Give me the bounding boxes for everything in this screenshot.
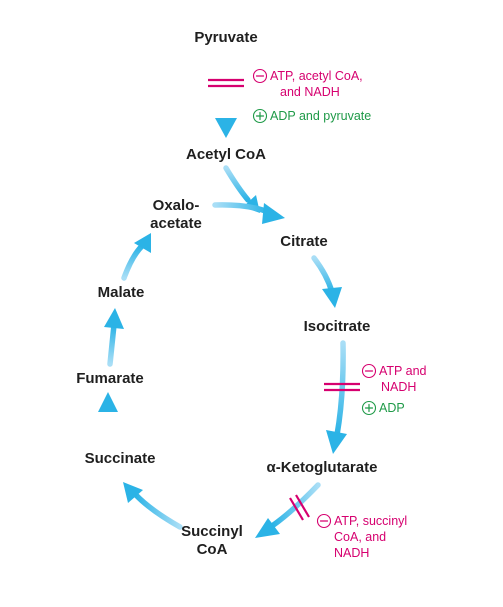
pdh-inhibitors-line1: ATP, acetyl CoA, xyxy=(270,69,363,83)
node-alpha-ketoglutarate: α-Ketoglutarate xyxy=(267,459,378,476)
akgdh-inhibitors-line2: CoA, and xyxy=(334,530,386,544)
arrow-isocitrate-to-alpha-ketoglutarate xyxy=(326,340,347,454)
arrow-succinate-to-fumarate xyxy=(98,392,118,445)
metabolites: Pyruvate Acetyl CoA Oxalo- acetate Citra… xyxy=(76,29,377,558)
node-pyruvate: Pyruvate xyxy=(194,29,257,46)
arrows xyxy=(98,59,347,538)
idh-activators: ADP xyxy=(379,401,405,415)
arrow-citrate-to-isocitrate xyxy=(311,255,342,308)
double-bar-icon xyxy=(208,78,244,88)
node-fumarate: Fumarate xyxy=(76,370,144,387)
arrow-fumarate-to-malate xyxy=(104,308,124,367)
inhibition-bars xyxy=(208,78,360,521)
arrow-oxaloacetate-to-citrate xyxy=(212,202,285,224)
node-malate: Malate xyxy=(98,284,145,301)
plus-circle-icon xyxy=(361,400,377,416)
akgdh-inhibitors-line1: ATP, succinyl xyxy=(334,514,407,528)
idh-inhibitors-line2: NADH xyxy=(381,380,416,394)
node-succinyl-coa-line1: Succinyl xyxy=(181,523,243,540)
node-isocitrate: Isocitrate xyxy=(304,318,371,335)
arrow-succinyl-coa-to-succinate xyxy=(123,482,183,530)
pdh-inhibitors-line2: and NADH xyxy=(280,85,340,99)
pdh-activators: ADP and pyruvate xyxy=(270,109,371,123)
arrow-pyruvate-to-acetyl-coa xyxy=(215,59,237,138)
minus-circle-icon xyxy=(361,363,377,379)
node-acetyl-coa: Acetyl CoA xyxy=(186,146,266,163)
node-citrate: Citrate xyxy=(280,233,328,250)
regulation-isocitrate-dehydrogenase: ATP and NADH ADP xyxy=(361,363,427,416)
regulation-pyruvate-dehydrogenase: ATP, acetyl CoA, and NADH ADP and pyruva… xyxy=(252,68,371,124)
idh-inhibitors-line1: ATP and xyxy=(379,364,427,378)
node-succinate: Succinate xyxy=(85,450,156,467)
minus-circle-icon xyxy=(252,68,268,84)
minus-circle-icon xyxy=(316,513,332,529)
akgdh-inhibitors-line3: NADH xyxy=(334,546,369,560)
node-oxaloacetate-line2: acetate xyxy=(150,215,202,232)
node-succinyl-coa-line2: CoA xyxy=(197,541,228,558)
regulation-alpha-ketoglutarate-dehydrogenase: ATP, succinyl CoA, and NADH xyxy=(316,513,407,560)
double-bar-icon xyxy=(324,382,360,392)
arrow-malate-to-oxaloacetate xyxy=(121,233,151,281)
plus-circle-icon xyxy=(252,108,268,124)
double-bar-icon xyxy=(289,494,310,521)
node-oxaloacetate-line1: Oxalo- xyxy=(153,197,200,214)
arrow-alpha-ketoglutarate-to-succinyl-coa xyxy=(255,482,321,538)
